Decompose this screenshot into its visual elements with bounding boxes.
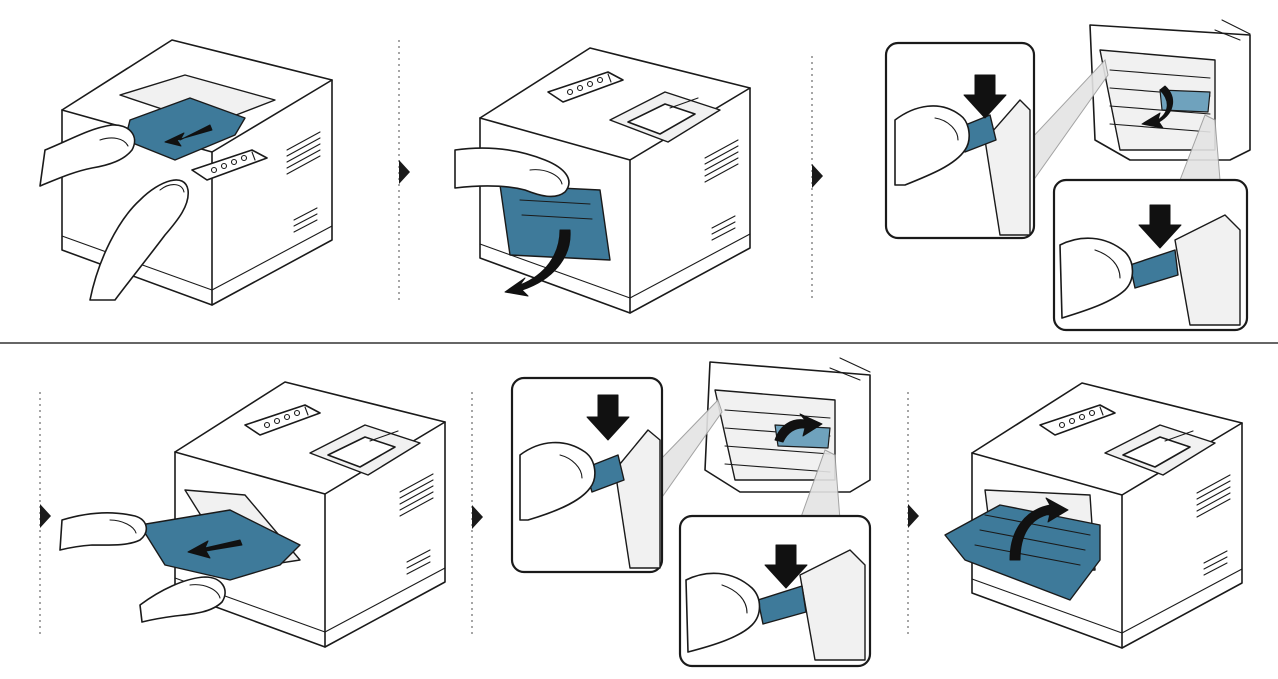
detail-inset [1052, 178, 1249, 332]
curved-arrow-icon [1009, 497, 1069, 561]
hand-icon [59, 512, 148, 551]
pull-arrow-icon [164, 124, 213, 147]
detail-inset [510, 376, 664, 574]
curved-arrow-icon [1141, 85, 1173, 129]
hand-icon [519, 441, 596, 521]
step-5-illustration [510, 357, 872, 668]
step-4-illustration [59, 381, 446, 648]
hand-icon [39, 124, 136, 187]
step-arrow-icon [812, 164, 823, 188]
detail-inset [884, 41, 1036, 240]
hand-icon [139, 576, 226, 623]
rear-cover [944, 504, 1101, 601]
step-1-illustration [39, 39, 333, 306]
step-arrow-icon [472, 505, 483, 529]
curved-arrow-icon [504, 229, 571, 297]
step-arrow-icon [908, 504, 919, 528]
down-arrow-icon [586, 394, 630, 441]
hand-icon [894, 105, 970, 186]
step-arrow-icon [399, 160, 410, 184]
step-3-illustration [884, 19, 1251, 332]
step-6-illustration [944, 382, 1243, 649]
curved-arrow-icon [774, 413, 823, 443]
detail-inset [678, 514, 872, 668]
hand-icon [454, 147, 570, 198]
step-2-illustration [454, 47, 751, 314]
down-arrow-icon [963, 74, 1007, 119]
pull-arrow-icon [187, 539, 243, 559]
step-arrow-icon [40, 504, 51, 528]
hand-icon [89, 179, 189, 301]
printer-rear-view [1089, 19, 1251, 161]
down-arrow-icon [1138, 204, 1182, 249]
hand-icon [1059, 237, 1134, 319]
hand-icon [685, 572, 761, 653]
down-arrow-icon [764, 544, 808, 589]
